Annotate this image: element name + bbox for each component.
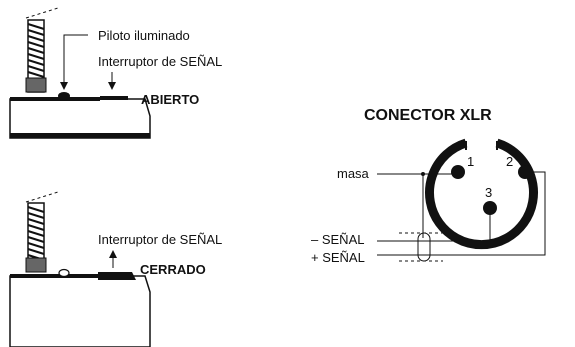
gooseneck-bottom (25, 202, 47, 273)
xlr-pin-3-label: 3 (485, 185, 492, 200)
pilot-lamp-off-icon (58, 268, 70, 278)
plus-signal-label: + SEÑAL (311, 250, 365, 265)
state-label-closed: CERRADO (140, 262, 206, 277)
switch-arrow-up-icon (109, 250, 117, 258)
minus-signal-label: – SEÑAL (311, 232, 364, 247)
state-label-open: ABIERTO (141, 92, 199, 107)
signal-switch-closed (98, 272, 136, 280)
base-bottom (9, 275, 151, 347)
switch-label-bottom: Interruptor de SEÑAL (98, 232, 222, 247)
cable-dash-bottom (25, 191, 59, 203)
cable-dash-top (25, 7, 59, 19)
bottom-unit: Interruptor de SEÑAL CERRADO (9, 191, 222, 347)
gooseneck-top (25, 19, 47, 93)
xlr-connector: CONECTOR XLR 1 2 3 masa – SEÑAL + (311, 107, 546, 265)
xlr-title: CONECTOR XLR (364, 107, 492, 124)
xlr-pin-2-label: 2 (506, 154, 513, 169)
xlr-wiring (377, 171, 546, 262)
switch-arrow-down-icon (108, 82, 116, 90)
pilot-label: Piloto iluminado (98, 28, 190, 43)
base-top (9, 98, 151, 139)
pilot-lamp-icon (58, 92, 70, 100)
signal-switch-open (100, 96, 128, 100)
switch-label-top: Interruptor de SEÑAL (98, 54, 222, 69)
xlr-pin-1-label: 1 (467, 154, 474, 169)
base-top-edge (10, 97, 100, 101)
pilot-arrow-icon (60, 82, 68, 90)
pilot-leader-line (63, 34, 88, 84)
xlr-pin-1 (451, 165, 465, 179)
xlr-shell (425, 138, 538, 250)
top-unit: Piloto iluminado Interruptor de SEÑAL AB… (9, 7, 222, 139)
base-bottom-edge (10, 274, 100, 278)
ground-label: masa (337, 166, 370, 181)
base-top-bottom (10, 133, 150, 138)
